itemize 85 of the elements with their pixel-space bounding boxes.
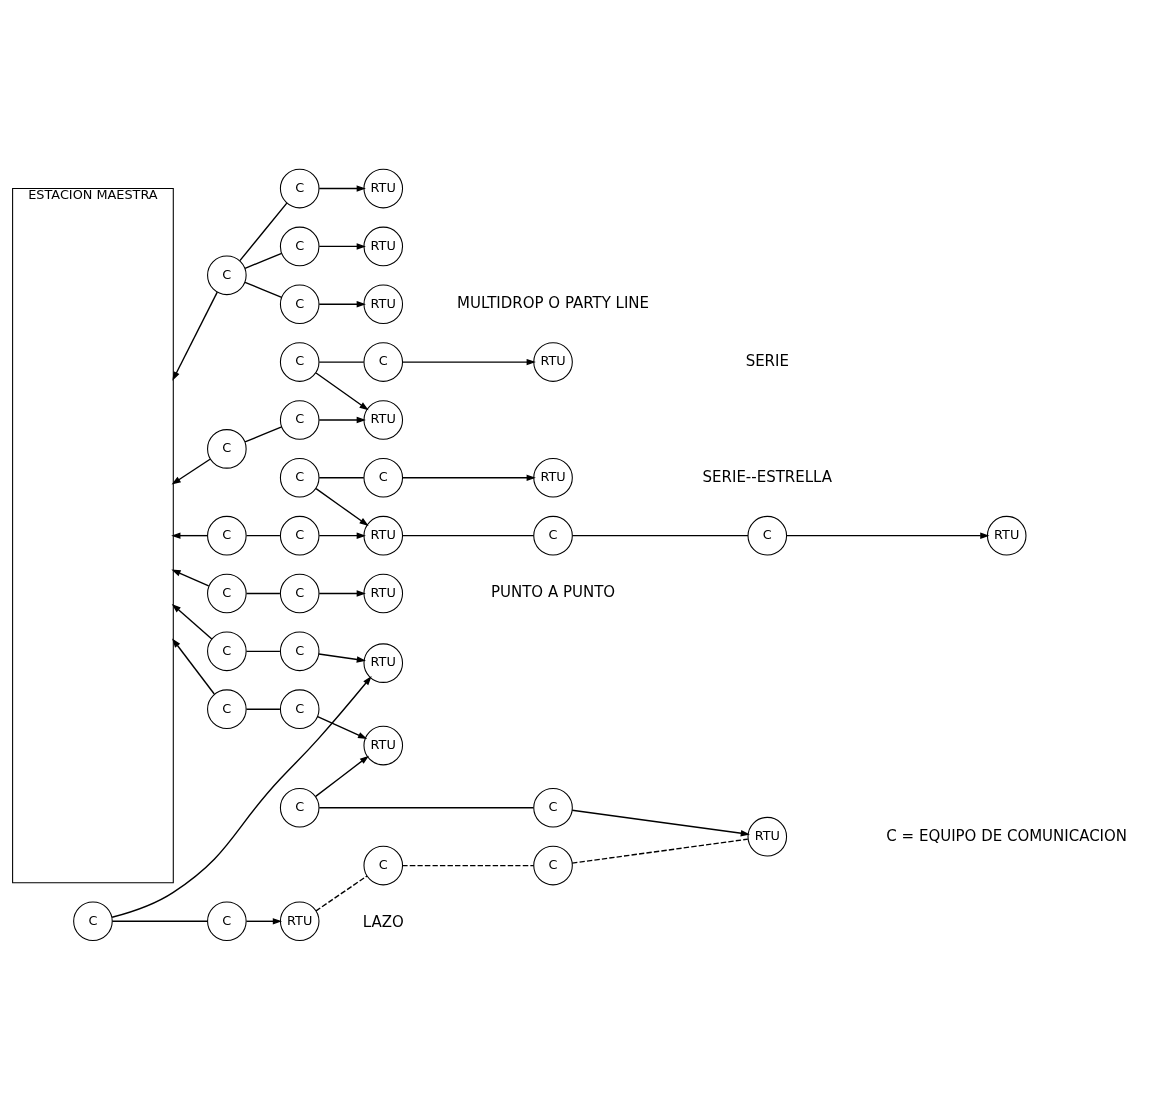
connector bbox=[401, 864, 535, 866]
arrow bbox=[172, 637, 215, 695]
node-circle: RTU bbox=[363, 168, 404, 208]
arrow bbox=[318, 531, 366, 539]
node-circle: C bbox=[747, 515, 788, 555]
label: SERIE--ESTRELLA bbox=[702, 467, 832, 486]
arrow bbox=[316, 715, 368, 739]
arrow bbox=[111, 675, 372, 918]
label: PUNTO A PUNTO bbox=[490, 582, 616, 601]
label: LAZO bbox=[362, 912, 404, 931]
node-circle: RTU bbox=[533, 457, 573, 498]
node-circle: C bbox=[533, 845, 573, 885]
connector bbox=[244, 252, 283, 269]
arrow bbox=[318, 300, 366, 307]
arrow bbox=[318, 242, 366, 250]
arrow bbox=[171, 603, 213, 640]
connector bbox=[111, 920, 208, 922]
arrow bbox=[318, 184, 366, 192]
arrow bbox=[172, 291, 218, 381]
node-circle: C bbox=[73, 900, 113, 941]
label: SERIE bbox=[745, 351, 789, 370]
node-circle: C bbox=[207, 428, 247, 469]
node-circle: RTU bbox=[363, 226, 404, 266]
connector bbox=[571, 534, 749, 536]
node-circle: RTU bbox=[363, 399, 404, 440]
arrow bbox=[401, 474, 536, 481]
node-box: ESTACION MAESTRA bbox=[12, 187, 174, 883]
node-circle: C bbox=[363, 845, 404, 885]
arrow bbox=[171, 569, 210, 587]
node-circle: C bbox=[363, 457, 404, 498]
node-circle: C bbox=[533, 787, 573, 828]
connector bbox=[239, 201, 288, 261]
connector bbox=[244, 425, 283, 443]
node-circle: C bbox=[279, 515, 320, 555]
node-circle: RTU bbox=[533, 341, 573, 382]
node-circle: C bbox=[207, 900, 247, 941]
label: MULTIDROP O PARTY LINE bbox=[457, 293, 650, 312]
arrow bbox=[318, 652, 366, 663]
node-circle: C bbox=[363, 341, 404, 382]
node-circle: C bbox=[207, 688, 247, 729]
arrow bbox=[318, 416, 366, 423]
node-circle: C bbox=[279, 631, 320, 671]
connector bbox=[245, 592, 281, 594]
arrow bbox=[318, 589, 366, 597]
connector bbox=[318, 360, 365, 363]
node-circle: C bbox=[207, 573, 247, 613]
node-circle: RTU bbox=[363, 283, 404, 324]
node-circle: C bbox=[279, 226, 320, 266]
arrow bbox=[315, 487, 369, 526]
connector bbox=[318, 806, 535, 808]
node-circle: RTU bbox=[747, 816, 788, 856]
connector bbox=[245, 534, 281, 536]
arrow bbox=[401, 358, 536, 365]
node-circle: C bbox=[279, 457, 320, 498]
arrow bbox=[245, 917, 283, 924]
arrow bbox=[315, 371, 369, 410]
node-circle: RTU bbox=[363, 515, 404, 555]
node-circle: C bbox=[279, 168, 320, 208]
node-circle: RTU bbox=[279, 900, 320, 941]
node-circle: C bbox=[279, 573, 320, 613]
connector bbox=[571, 837, 749, 864]
node-circle: C bbox=[279, 688, 320, 729]
arrow bbox=[315, 755, 369, 797]
arrow bbox=[171, 531, 208, 539]
connector bbox=[318, 476, 365, 478]
node-circle: RTU bbox=[986, 515, 1027, 555]
node-circle: C bbox=[279, 399, 320, 440]
label: C = EQUIPO DE COMUNICACION bbox=[886, 826, 1128, 845]
arrow bbox=[171, 458, 211, 485]
connector bbox=[245, 708, 281, 710]
arrow bbox=[785, 531, 990, 539]
node-circle: C bbox=[279, 283, 320, 324]
connector bbox=[401, 534, 535, 536]
node-circle: C bbox=[207, 255, 247, 295]
connector bbox=[315, 874, 368, 911]
node-circle: RTU bbox=[363, 573, 404, 613]
node-circle: C bbox=[279, 787, 320, 828]
node-circle: C bbox=[533, 515, 573, 555]
node-circle: C bbox=[279, 341, 320, 382]
connector bbox=[244, 281, 283, 298]
node-circle: C bbox=[207, 515, 247, 555]
node-circle: RTU bbox=[363, 725, 404, 765]
node-circle: C bbox=[207, 631, 247, 671]
arrow bbox=[571, 809, 750, 836]
connector bbox=[245, 650, 281, 652]
